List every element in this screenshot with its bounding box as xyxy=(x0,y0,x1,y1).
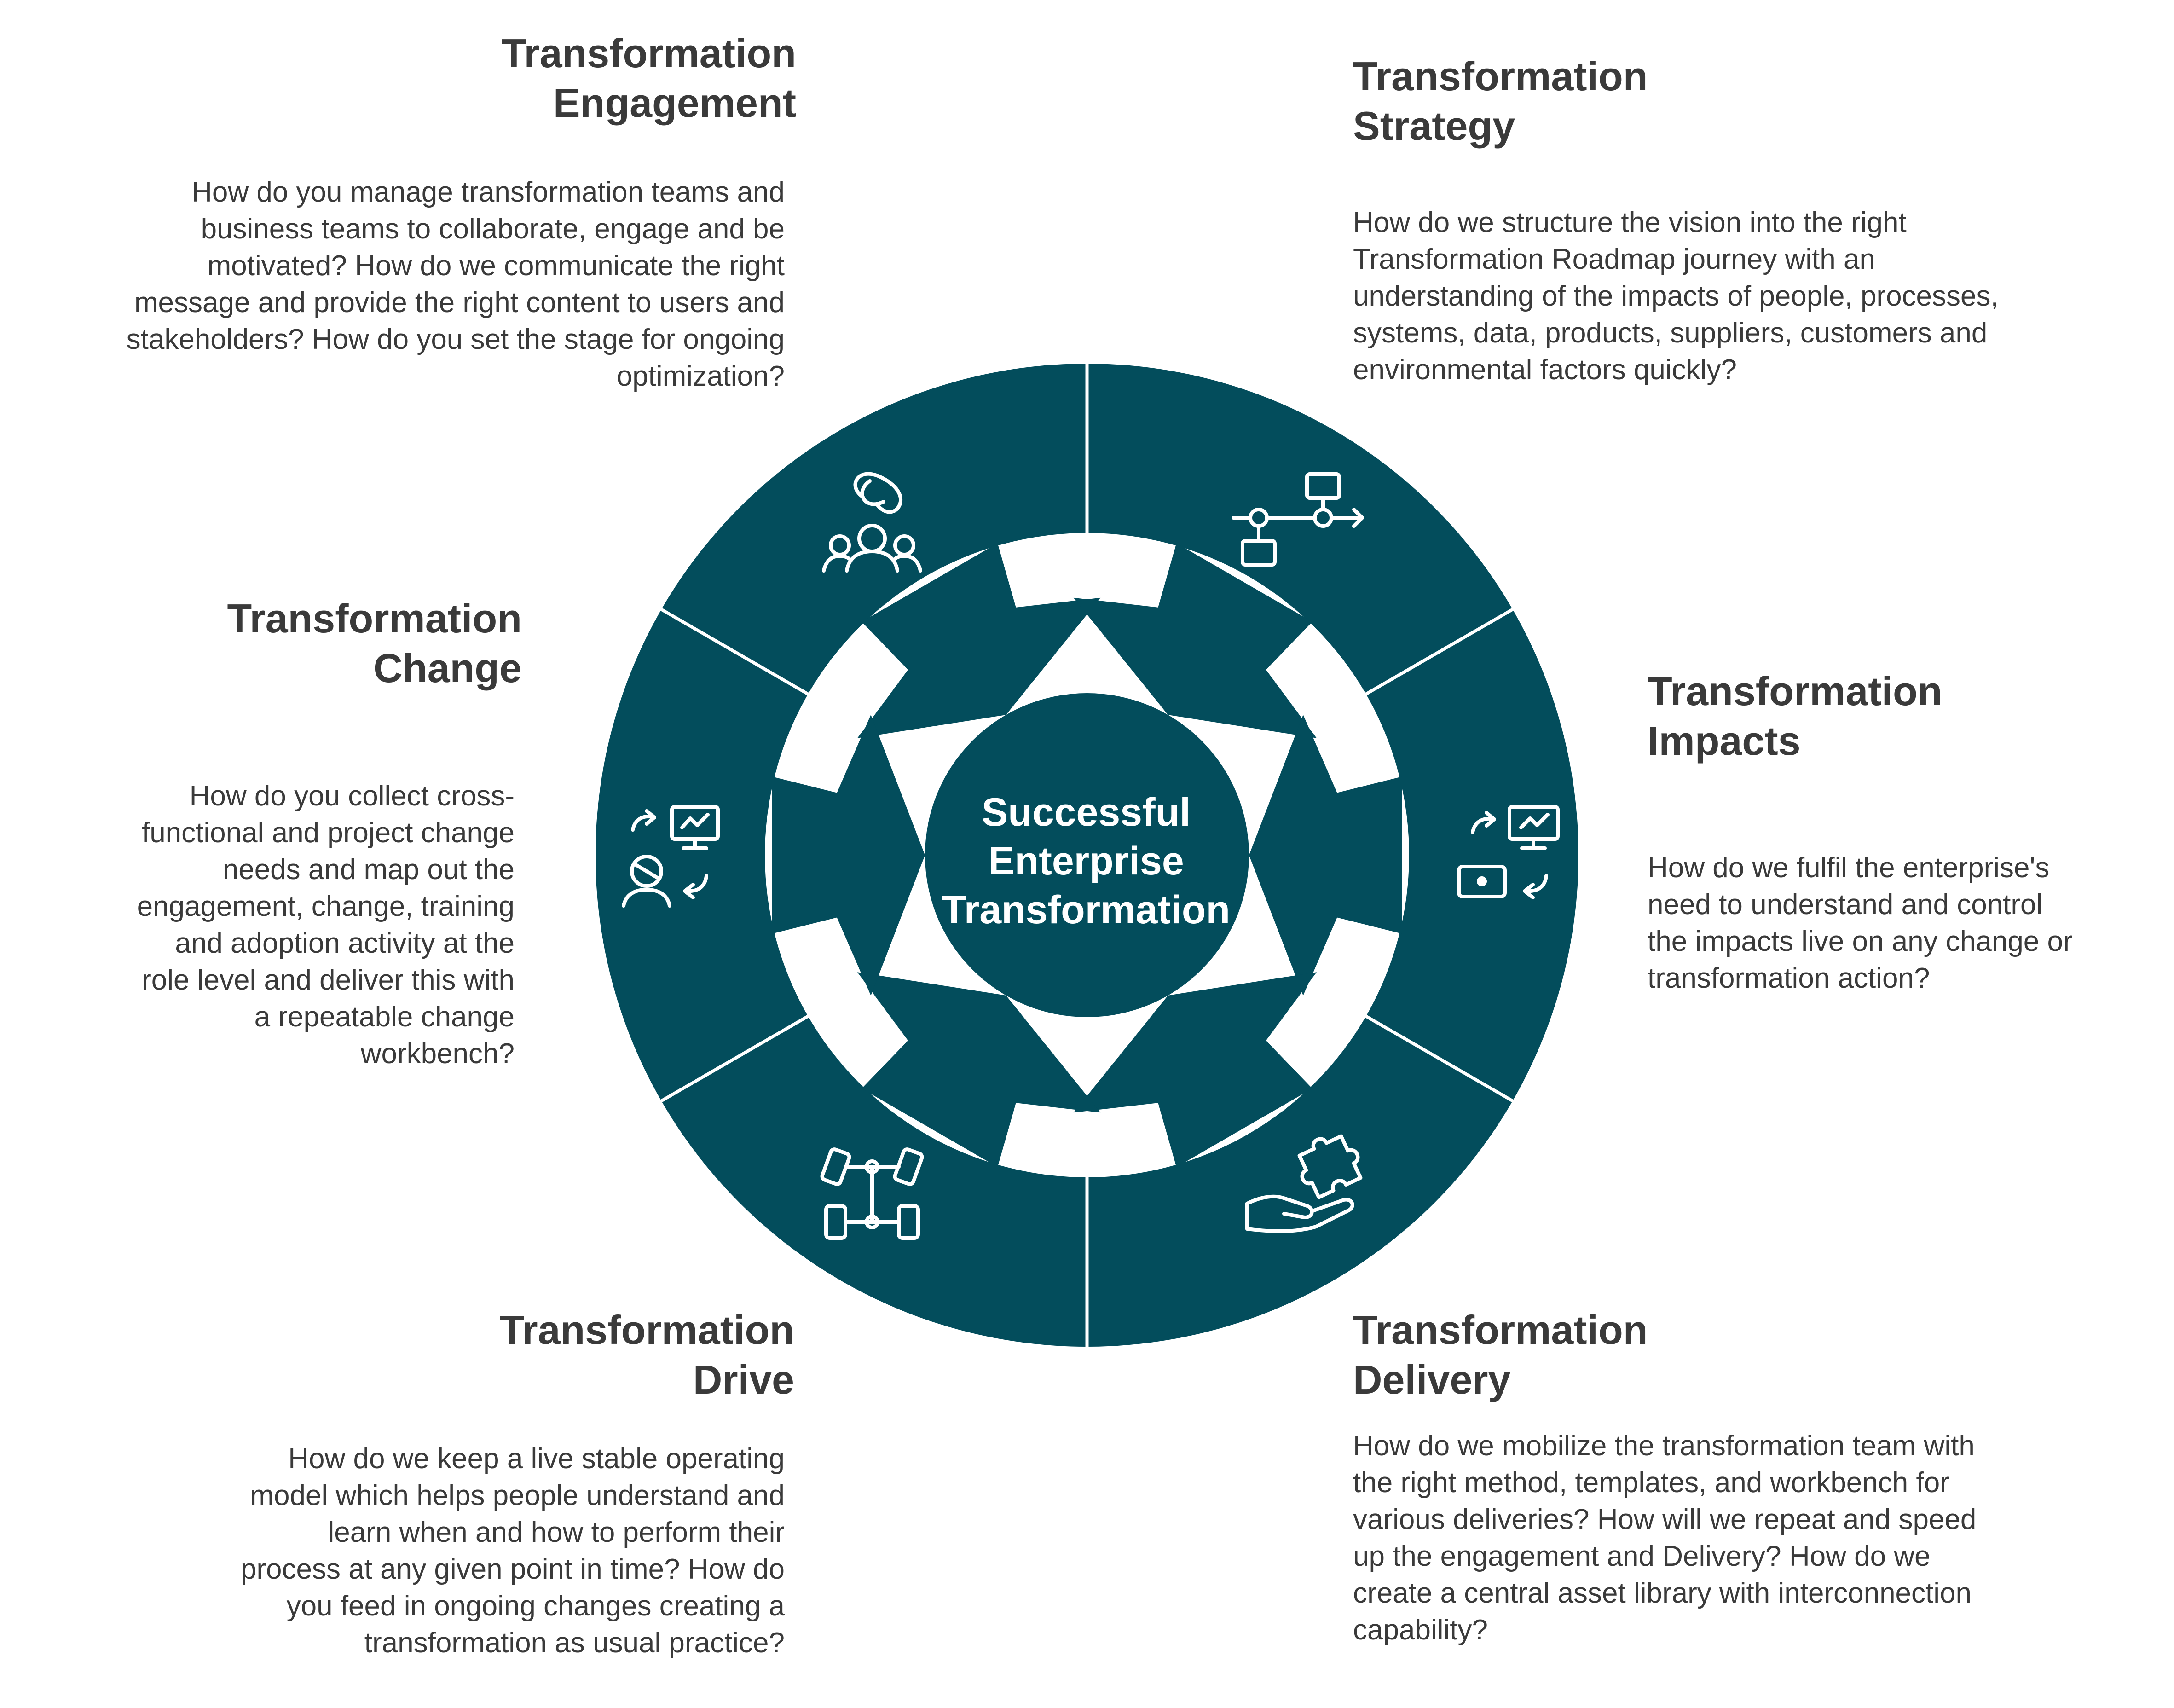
center-hub xyxy=(925,693,1249,1017)
segment-description-delivery: How do we mobilize the transformation te… xyxy=(1353,1430,1977,1646)
ring-segment-delivery xyxy=(1087,1016,1513,1347)
arrow-change xyxy=(772,715,925,996)
ring-segment-engagement xyxy=(661,364,1087,694)
ring-segment-change xyxy=(596,609,808,1101)
collaboration-icon xyxy=(822,472,922,573)
ring-divider-5 xyxy=(659,1005,825,1104)
person-monitor-icon xyxy=(622,805,720,908)
puzzle-hand-icon xyxy=(1245,1134,1363,1233)
segment-title-drive: Transformation Drive xyxy=(499,1307,794,1402)
center-label: Successful Enterprise Transformation xyxy=(942,790,1230,932)
segment-title-impacts: Transformation Impacts xyxy=(1648,668,1943,764)
segment-title-strategy: Transformation Strategy xyxy=(1353,53,1648,149)
segment-title-change: Transformation Change xyxy=(227,596,522,691)
arrow-engagement xyxy=(857,543,1101,738)
ring-divider-3 xyxy=(1349,1005,1515,1104)
segment-description-drive: How do we keep a live stable operating m… xyxy=(240,1443,785,1659)
monitor-exchange-icon xyxy=(1457,805,1560,899)
ring-dividers xyxy=(659,362,1515,1349)
arrow-drive xyxy=(857,972,1101,1167)
ring-segment-drive xyxy=(661,1016,1087,1347)
flowchart-icon xyxy=(1232,472,1364,567)
arrow-impacts xyxy=(1249,715,1402,996)
inward-arrows xyxy=(772,543,1402,1167)
ring-divider-6 xyxy=(659,607,825,705)
segment-description-impacts: How do we fulfil the enterprise's need t… xyxy=(1648,852,2073,994)
ring-segment-strategy xyxy=(1087,364,1513,694)
segment-description-engagement: How do you manage transformation teams a… xyxy=(126,176,785,392)
segment-title-delivery: Transformation Delivery xyxy=(1353,1307,1648,1402)
segment-description-change: How do you collect cross- functional and… xyxy=(137,780,515,1070)
arrow-delivery xyxy=(1073,972,1317,1167)
chassis-icon xyxy=(820,1147,924,1240)
arrow-strategy xyxy=(1073,543,1317,738)
ring-segments xyxy=(596,364,1578,1347)
segment-description-strategy: How do we structure the vision into the … xyxy=(1353,207,1999,386)
ring-segment-impacts xyxy=(1366,609,1578,1101)
segment-title-engagement: Transformation Engagement xyxy=(501,30,796,126)
ring-divider-2 xyxy=(1349,607,1515,705)
